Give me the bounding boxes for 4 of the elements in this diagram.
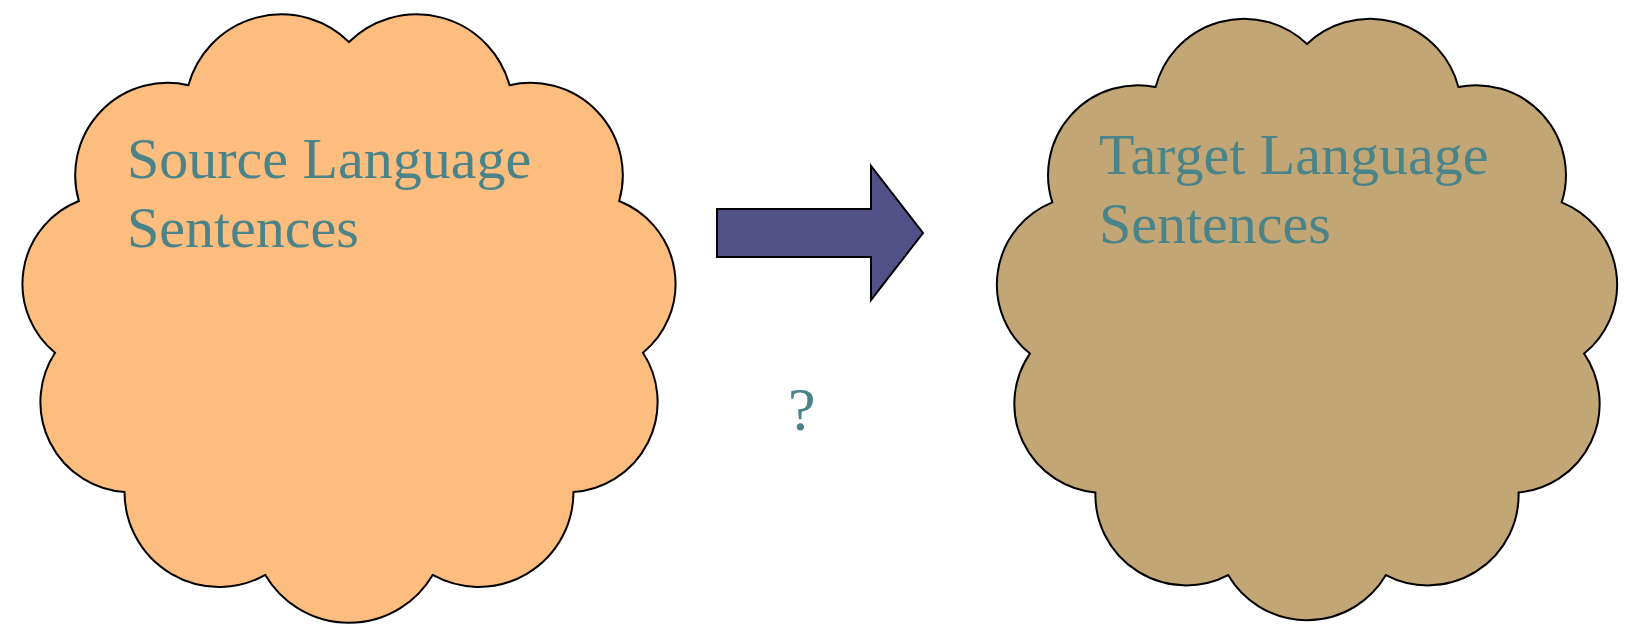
cloud-text: Source Language Sentences [127,125,533,262]
block-arrow [716,163,925,303]
question-mark: ? [788,378,816,440]
cloud-text: Target Language Sentences [1099,121,1490,258]
